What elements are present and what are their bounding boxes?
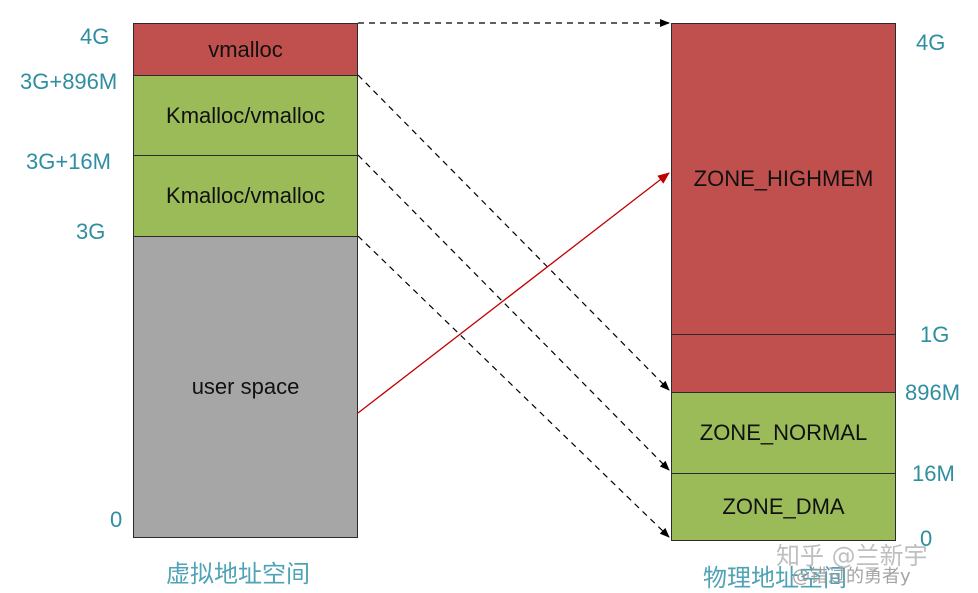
- virtual-kmalloc-low-label: Kmalloc/vmalloc: [166, 183, 325, 208]
- physical-0-label: 0: [920, 526, 933, 551]
- physical-896m-label: 896M: [905, 380, 961, 405]
- virtual-kmalloc-high-block: Kmalloc/vmalloc: [133, 75, 358, 156]
- virtual-address-space-caption: 虚拟地址空间: [166, 560, 310, 588]
- physical-normal-label: ZONE_NORMAL: [699, 420, 868, 445]
- virtual-4g-label: 4G: [80, 24, 110, 49]
- physical-dma-label: ZONE_DMA: [722, 494, 845, 519]
- kmalloc-low-to-16m-arrow: [357, 154, 670, 471]
- kmalloc-high-to-896m-arrow: [357, 74, 670, 391]
- virtual-3g-896m-label: 3G+896M: [20, 69, 118, 94]
- virtual-3g-16m-label: 3G+16M: [26, 149, 111, 174]
- physical-16m-label: 16M: [912, 461, 955, 486]
- physical-dma-block: ZONE_DMA: [671, 473, 896, 541]
- physical-highmem-block: ZONE_HIGHMEM: [671, 23, 896, 335]
- virtual-kmalloc-high-label: Kmalloc/vmalloc: [166, 102, 325, 128]
- user-space-to-highmem-arrow: [357, 172, 670, 414]
- watermark-sub: @错过的勇者y: [792, 566, 911, 587]
- virtual-kmalloc-low-block: Kmalloc/vmalloc: [133, 155, 358, 237]
- physical-address-space-caption: 物理地址空间: [703, 564, 847, 592]
- physical-4g-label: 4G: [916, 30, 946, 55]
- physical-highmem-label: ZONE_HIGHMEM: [693, 166, 874, 191]
- physical-normal-block: ZONE_NORMAL: [671, 392, 896, 474]
- virtual-3g-label: 3G: [76, 219, 106, 244]
- watermark-main: 知乎 @兰新宇: [776, 542, 928, 570]
- virtual-0-label: 0: [110, 507, 123, 532]
- 3g-to-0-arrow: [357, 235, 670, 538]
- physical-1g-label: 1G: [920, 322, 950, 347]
- virtual-user-space-label: user space: [191, 374, 300, 399]
- virtual-vmalloc-block: vmalloc: [133, 23, 358, 76]
- virtual-vmalloc-label: vmalloc: [208, 36, 283, 62]
- virtual-user-space-block: user space: [133, 236, 358, 538]
